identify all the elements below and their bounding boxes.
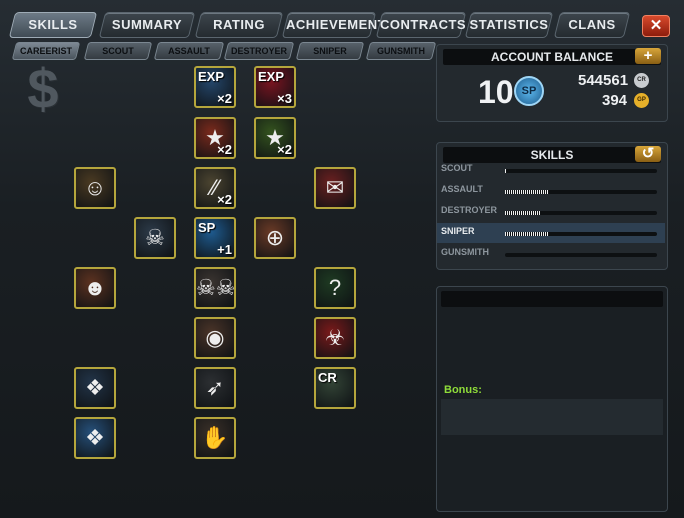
locked-skill-glyph: ☣ xyxy=(325,325,345,350)
tab-achievements[interactable]: ACHIEVEMENTS xyxy=(281,12,395,38)
cr-cart-glyph: CR xyxy=(318,370,337,385)
cr-x2-icon[interactable]: ★×2 xyxy=(194,117,236,159)
skill-name: SCOUT xyxy=(441,163,473,173)
soldier-exp-glyph: ☺ xyxy=(83,175,107,200)
account-balance-panel: ACCOUNT BALANCE + xyxy=(436,44,668,122)
wolf-exp-glyph: ☻ xyxy=(83,275,107,300)
classified-icon[interactable]: ✉ xyxy=(314,167,356,209)
multiplier-label: ×2 xyxy=(217,91,232,106)
skull-icon[interactable]: ☠ xyxy=(134,217,176,259)
eagle-exp-glyph: ❖ xyxy=(85,425,105,450)
xp-x2-icon[interactable]: EXP ×2 xyxy=(194,66,236,108)
account-balance-title: ACCOUNT BALANCE xyxy=(443,49,661,65)
close-button[interactable]: ✕ xyxy=(642,15,670,37)
gp-coin-icon: GP xyxy=(634,93,649,108)
skill-name: SNIPER xyxy=(441,226,475,236)
skills-panel-title: SKILLS xyxy=(443,147,661,163)
bullets-x2-glyph: ⁄⁄ xyxy=(211,175,219,200)
bullets-x2-icon[interactable]: ⁄⁄×2 xyxy=(194,167,236,209)
subtab-destroyer[interactable]: DESTROYER xyxy=(223,42,295,60)
skill-progress-fill xyxy=(505,190,550,194)
skill-row-destroyer[interactable]: DESTROYER xyxy=(437,202,665,222)
tab-clans[interactable]: CLANS xyxy=(553,12,631,38)
skill-progress-fill xyxy=(505,211,542,215)
xp-x2-glyph: EXP xyxy=(198,69,225,84)
tab-summary[interactable]: SUMMARY xyxy=(98,12,196,38)
subtab-scout[interactable]: SCOUT xyxy=(83,42,153,60)
multiplier-label: ×2 xyxy=(217,192,232,207)
skill-progress-fill xyxy=(505,169,507,173)
skulls-glyph: ☠☠ xyxy=(196,275,236,300)
skill-progress-bar xyxy=(505,232,657,236)
bear-glyph: ◉ xyxy=(205,325,225,350)
unknown-mission-glyph: ? xyxy=(328,275,342,300)
skill-progress-bar xyxy=(505,190,657,194)
cr-x2-glyph: ★ xyxy=(205,125,225,150)
crosshair-icon[interactable]: ⊕ xyxy=(254,217,296,259)
xp-x3-icon[interactable]: EXP ×3 xyxy=(254,66,296,108)
eagle-exp-icon[interactable]: ❖ xyxy=(74,417,116,459)
skill-progress-bar xyxy=(505,211,657,215)
locked-skill-icon[interactable]: ☣ xyxy=(314,317,356,359)
cr-cart-icon[interactable]: CR xyxy=(314,367,356,409)
rifle-glyph: ➶ xyxy=(205,375,225,400)
rank-x2-glyph: ★ xyxy=(265,125,285,150)
eagle-icon[interactable]: ❖ xyxy=(74,367,116,409)
skill-row-assault[interactable]: ASSAULT xyxy=(437,181,665,201)
tab-statistics[interactable]: STATISTICS xyxy=(464,12,554,38)
sp-value: 10 xyxy=(478,74,514,110)
skull-glyph: ☠ xyxy=(145,225,165,250)
bonus-label: Bonus: xyxy=(444,384,482,396)
bonus-row xyxy=(441,399,663,435)
multiplier-label: +1 xyxy=(217,242,232,257)
wolf-exp-icon[interactable]: ☻ xyxy=(74,267,116,309)
crosshair-glyph: ⊕ xyxy=(265,225,285,250)
cr-value: 544561 xyxy=(578,72,629,89)
skulls-icon[interactable]: ☠☠ xyxy=(194,267,236,309)
skill-row-gunsmith[interactable]: GUNSMITH xyxy=(437,244,665,264)
sp-badge-icon: SP xyxy=(514,76,544,106)
skill-info-header xyxy=(441,291,663,307)
subtab-gunsmith[interactable]: GUNSMITH xyxy=(365,42,437,60)
skill-progress-fill xyxy=(505,232,548,236)
skill-name: GUNSMITH xyxy=(441,247,489,257)
rifle-icon[interactable]: ➶ xyxy=(194,367,236,409)
multiplier-label: ×2 xyxy=(217,142,232,157)
multiplier-label: ×3 xyxy=(277,91,292,106)
dollar-icon: $ xyxy=(27,57,59,120)
skill-name: ASSAULT xyxy=(441,184,483,194)
classified-glyph: ✉ xyxy=(325,175,345,200)
reset-skills-button[interactable]: ↺ xyxy=(635,146,661,162)
subtab-sniper[interactable]: SNIPER xyxy=(295,42,365,60)
skill-name: DESTROYER xyxy=(441,205,498,215)
subtab-assault[interactable]: ASSAULT xyxy=(153,42,225,60)
skills-panel: SKILLS ↺ xyxy=(436,142,668,270)
sp-plus-one-icon[interactable]: SP+1 xyxy=(194,217,236,259)
eagle-glyph: ❖ xyxy=(85,375,105,400)
add-funds-button[interactable]: + xyxy=(635,48,661,64)
rank-x2-icon[interactable]: ★×2 xyxy=(254,117,296,159)
tab-skills[interactable]: SKILLS xyxy=(8,12,98,38)
skill-progress-bar xyxy=(505,253,657,257)
handshake-icon[interactable]: ✋ xyxy=(194,417,236,459)
soldier-exp-icon[interactable]: ☺ xyxy=(74,167,116,209)
skill-info-panel xyxy=(436,286,668,512)
tab-contracts[interactable]: CONTRACTS xyxy=(375,12,467,38)
sp-plus-one-glyph: SP xyxy=(198,220,216,235)
skill-row-sniper[interactable]: SNIPER xyxy=(437,223,665,243)
skill-progress-bar xyxy=(505,169,657,173)
handshake-glyph: ✋ xyxy=(201,425,229,450)
skill-row-scout[interactable]: SCOUT xyxy=(437,160,665,180)
unknown-mission-icon[interactable]: ? xyxy=(314,267,356,309)
cr-coin-icon: CR xyxy=(634,73,649,88)
tab-rating[interactable]: RATING xyxy=(194,12,284,38)
multiplier-label: ×2 xyxy=(277,142,292,157)
bear-icon[interactable]: ◉ xyxy=(194,317,236,359)
xp-x3-glyph: EXP xyxy=(258,69,285,84)
gp-value: 394 xyxy=(602,92,628,109)
